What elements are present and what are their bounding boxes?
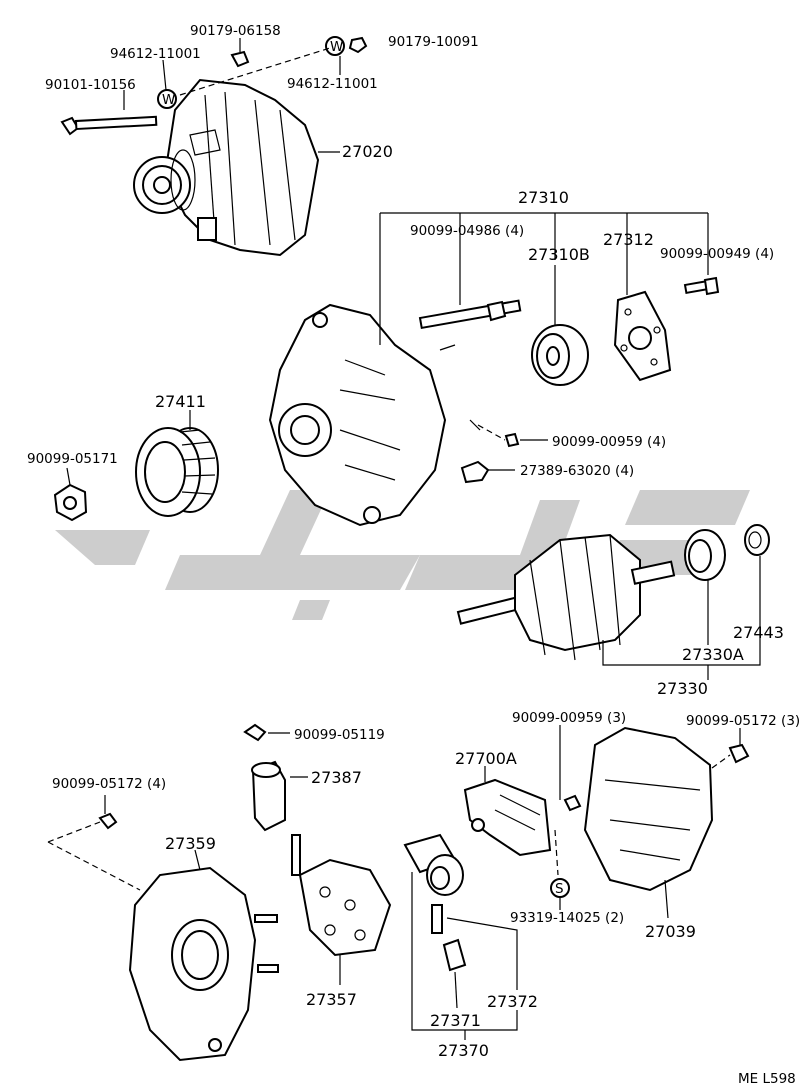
label-90099-04986: 90099-04986 (4) (410, 223, 524, 239)
label-27020: 27020 (342, 142, 393, 161)
cover-27443 (744, 524, 770, 556)
label-27372: 27372 (487, 992, 538, 1011)
label-27443: 27443 (733, 623, 784, 642)
label-27370: 27370 (438, 1041, 489, 1060)
label-94612-11001-b: 94612-11001 (287, 76, 378, 92)
washer-w2 (325, 36, 345, 56)
washer-mark-w1: W (162, 92, 175, 108)
regulator-27700a (463, 778, 552, 857)
insulator-27389 (460, 460, 490, 484)
terminal-insulator-27387 (251, 760, 286, 832)
label-27357: 27357 (306, 990, 357, 1009)
label-27330a: 27330A (682, 645, 744, 664)
rear-cover-27039 (583, 726, 714, 892)
label-27312: 27312 (603, 230, 654, 249)
nut-90099-05171 (53, 483, 88, 522)
bolt-90101 (60, 115, 158, 136)
label-27389-63020: 27389-63020 (4) (520, 463, 634, 479)
washer-w1 (157, 89, 177, 109)
footer-code: ME L598 (738, 1071, 796, 1087)
rotor-27330 (456, 533, 676, 661)
rectifier-27357 (291, 834, 392, 957)
label-90179-06158: 90179-06158 (190, 23, 281, 39)
label-90099-00949: 90099-00949 (4) (660, 246, 774, 262)
screw-90099-00949 (683, 276, 720, 296)
label-27387: 27387 (311, 768, 362, 787)
bearing-27310b (531, 324, 589, 386)
nut-90179-10091 (348, 36, 368, 54)
label-90099-05119: 90099-05119 (294, 727, 385, 743)
brush-holder-27370 (403, 833, 467, 972)
alternator-assembly (133, 78, 320, 257)
label-27039: 27039 (645, 922, 696, 941)
nut-90099-05172-left (98, 812, 118, 830)
label-90099-00959-a: 90099-00959 (4) (552, 434, 666, 450)
label-90099-00959-b: 90099-00959 (3) (512, 710, 626, 726)
screw-90099-00959-b (563, 794, 582, 812)
label-27310: 27310 (518, 188, 569, 207)
label-90099-05171: 90099-05171 (27, 451, 118, 467)
screw-90099-00959 (504, 432, 520, 448)
label-27371: 27371 (430, 1011, 481, 1030)
label-94612-11001-a: 94612-11001 (110, 46, 201, 62)
label-27359: 27359 (165, 834, 216, 853)
through-bolt (418, 299, 522, 330)
drive-end-frame-27359 (128, 866, 279, 1062)
label-90099-05172-b: 90099-05172 (4) (52, 776, 166, 792)
label-27700a: 27700A (455, 749, 517, 768)
nut-90099-05119 (243, 723, 267, 742)
label-93319-14025: 93319-14025 (2) (510, 910, 624, 926)
label-90101-10156: 90101-10156 (45, 77, 136, 93)
label-90179-10091: 90179-10091 (388, 34, 479, 50)
label-27310b: 27310B (528, 245, 590, 264)
nut-90099-05172-right (728, 743, 750, 764)
label-27330: 27330 (657, 679, 708, 698)
rear-housing (268, 303, 447, 527)
label-90099-05172-a: 90099-05172 (3) (686, 713, 800, 729)
bearing-27330a (684, 529, 726, 581)
nut-90179-06158 (230, 50, 250, 68)
retainer-plate-27312 (613, 290, 672, 382)
label-27411: 27411 (155, 392, 206, 411)
washer-mark-w2: W (330, 39, 343, 55)
pulley-27411 (135, 427, 219, 517)
washer-mark-s1: S (555, 881, 564, 897)
